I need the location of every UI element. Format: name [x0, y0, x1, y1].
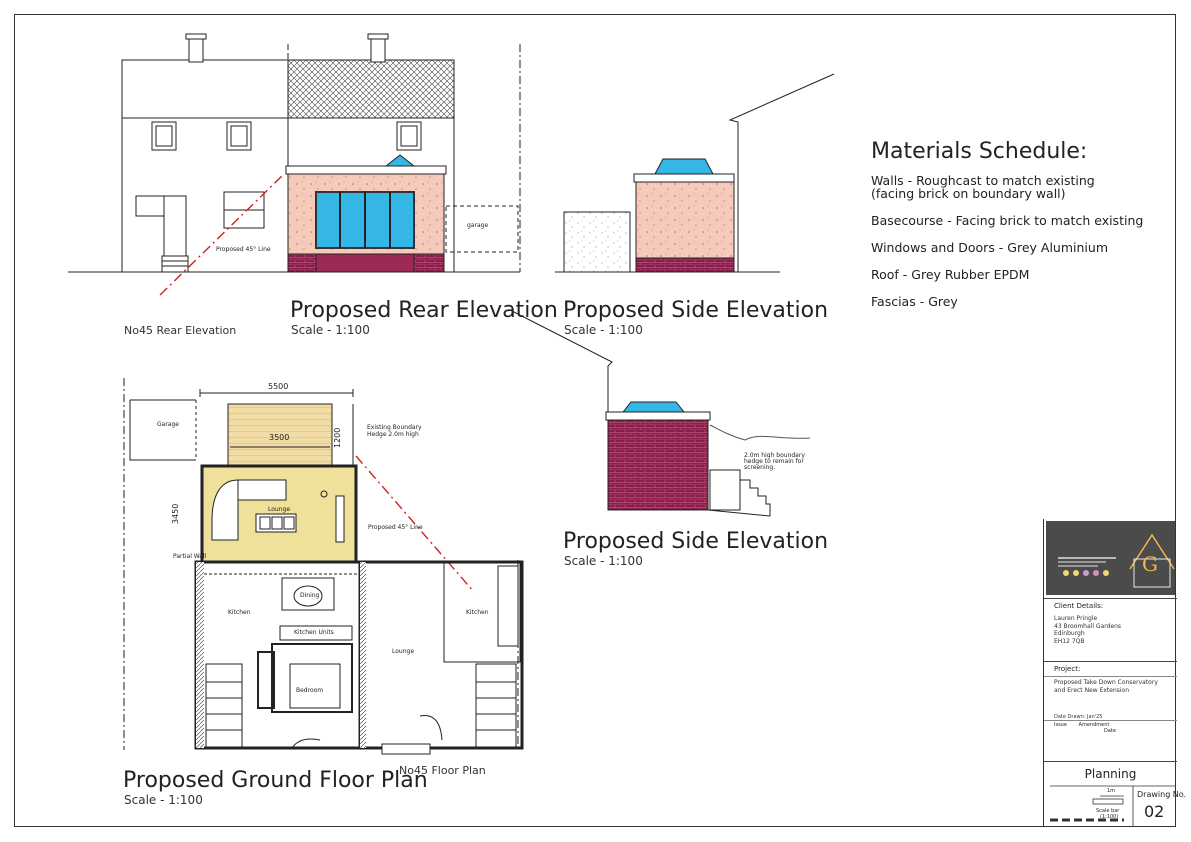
ground-floor-plan	[123, 378, 524, 755]
ground-floor-scale: Scale - 1:100	[124, 793, 203, 807]
client-line: Edinburgh	[1054, 630, 1085, 637]
proposed-45-line-plan-label: Proposed 45° Line	[368, 524, 423, 531]
rear-elevation-scale: Scale - 1:100	[291, 323, 370, 337]
title-block-frame	[1050, 785, 1176, 827]
lounge-no45-label: Lounge	[392, 648, 415, 655]
fence-note-2: Hedge 2.0m high	[367, 431, 419, 438]
client-line: 43 Broomhall Gardens	[1054, 622, 1122, 630]
rear-elevation	[68, 33, 521, 296]
dim-3450: 3450	[171, 503, 180, 524]
dining-label: Dining	[300, 592, 320, 599]
no45-rear-elevation-label: No45 Rear Elevation	[124, 324, 237, 337]
drawing-sheet	[14, 14, 1176, 827]
title-block: G Client Details: Lauren Pringle 43 Broo…	[1043, 519, 1186, 827]
project-line: Proposed Take Down Conservatory	[1054, 679, 1158, 686]
amendment-heading: Amendment	[1078, 722, 1110, 728]
client-heading: Client Details:	[1054, 602, 1104, 610]
materials-item: Walls - Roughcast to match existing	[871, 173, 1095, 188]
partial-wall-label: Partial Wall	[173, 553, 207, 560]
proposed-45-line-label: Proposed 45° Line	[216, 246, 271, 253]
dim-1200: 1200	[333, 427, 342, 448]
fence-note: Existing Boundary	[367, 424, 422, 431]
drawing-number-label: Drawing No.	[1137, 790, 1187, 799]
client-line: Lauren Pringle	[1054, 615, 1098, 622]
lounge-extension-label: Lounge	[268, 506, 291, 513]
issue-heading: Issue	[1054, 722, 1067, 728]
project-heading: Project:	[1054, 665, 1081, 673]
drawing-number: 02	[1144, 802, 1165, 821]
dim-5500: 5500	[268, 382, 289, 391]
scalebar-length: 1m	[1107, 788, 1116, 794]
materials-item: Roof - Grey Rubber EPDM	[871, 267, 1030, 282]
side-elevation-scale-2: Scale - 1:100	[564, 554, 643, 568]
materials-item: Windows and Doors - Grey Aluminium	[871, 240, 1108, 255]
materials-item: Basecourse - Facing brick to match exist…	[871, 213, 1144, 228]
side-elevation-scale-1: Scale - 1:100	[564, 323, 643, 337]
hedge-note-3: screening.	[744, 464, 776, 471]
client-details: Client Details: Lauren Pringle 43 Broomh…	[1044, 598, 1177, 661]
side-elevation-2	[509, 309, 811, 517]
date-heading: Date	[1104, 728, 1116, 734]
scale-bar-label: Scale bar	[1096, 808, 1120, 814]
kitchen-units-label: Kitchen Units	[294, 629, 334, 636]
status-section: Planning	[1044, 761, 1177, 786]
kitchen-label: Kitchen	[228, 609, 251, 616]
garage-plan-label: Garage	[157, 421, 179, 428]
no45-floor-plan-label: No45 Floor Plan	[399, 764, 486, 777]
svg-text:G: G	[1142, 552, 1158, 576]
company-logo: G	[1046, 521, 1175, 595]
bedroom-label: Bedroom	[296, 687, 324, 694]
side-elevation-1	[555, 73, 835, 273]
project-line: and Erect New Extension	[1054, 686, 1130, 694]
ground-floor-title: Proposed Ground Floor Plan	[123, 768, 428, 793]
side-elevation-title-2: Proposed Side Elevation	[563, 529, 829, 554]
status-label: Planning	[1084, 767, 1137, 781]
materials-title: Materials Schedule:	[871, 139, 1088, 164]
house-logo-icon: G	[1058, 533, 1175, 588]
hedge-note-1: 2.0m high boundary	[744, 452, 805, 459]
date-drawn: Date Drawn: Jan'25	[1054, 714, 1103, 720]
rear-elevation-title: Proposed Rear Elevation	[290, 298, 558, 323]
scale-ratio: (1:100)	[1100, 814, 1119, 820]
project-details: Project: Proposed Take Down Conservatory…	[1044, 661, 1177, 761]
materials-item: Fascias - Grey	[871, 294, 958, 309]
dim-3500: 3500	[269, 433, 290, 442]
hedge-note-2: hedge to remain for	[744, 458, 804, 465]
client-line: EH12 7QB	[1054, 637, 1085, 645]
side-elevation-title-1: Proposed Side Elevation	[563, 298, 829, 323]
kitchen-no45-label: Kitchen	[466, 609, 489, 616]
garage-label: garage	[467, 222, 489, 229]
materials-item: (facing brick on boundary wall)	[871, 186, 1066, 201]
